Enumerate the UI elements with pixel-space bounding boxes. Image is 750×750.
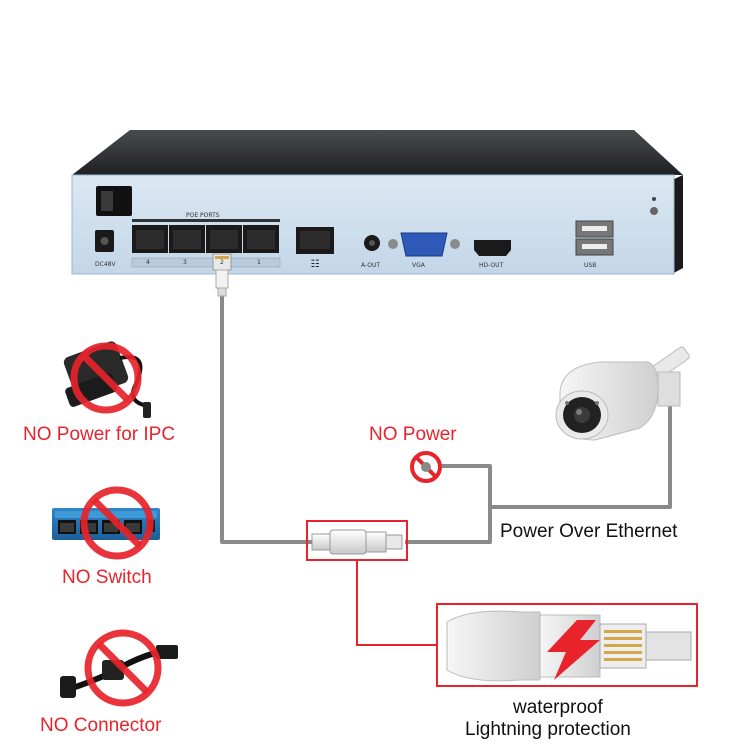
no-connector-label: NO Connector	[40, 715, 162, 736]
power-jack-pin	[100, 237, 109, 245]
poe-ports-label: POE PORTS	[186, 212, 220, 219]
poe-port-inner	[173, 230, 201, 249]
nvr-side	[672, 175, 683, 274]
usb-port-top-tongue	[582, 226, 607, 231]
nvr-to-splitter-cable	[220, 294, 312, 544]
poe-port-inner	[247, 230, 275, 249]
ground-indicator	[652, 197, 656, 201]
nvr-back-panel	[71, 174, 675, 275]
hdmi-label: HD-OUT	[479, 262, 504, 269]
no-power-input-cable	[440, 464, 492, 507]
cables	[220, 294, 672, 544]
port-number-2: 2	[220, 259, 224, 266]
vga-screw-left	[388, 239, 398, 249]
vga-screw-right	[450, 239, 460, 249]
usb-port-bottom-tongue	[582, 244, 607, 249]
waterproof-connector-closeup	[446, 610, 692, 682]
power-switch-rocker	[101, 191, 113, 211]
no-power-label: NO Power	[369, 424, 457, 445]
power-input-label: DC48V	[95, 261, 116, 268]
audio-out-jack-hole	[369, 240, 375, 246]
rj45-plug	[212, 253, 232, 297]
nvr-recorder: ☷	[71, 130, 683, 275]
poe-port-inner	[136, 230, 164, 249]
poe-splitter-connector-icon	[60, 645, 178, 698]
ground-screw	[650, 207, 658, 215]
rj45-gold-contacts	[604, 630, 642, 661]
port-number-3: 3	[183, 259, 187, 266]
poe-splitter-connector	[311, 529, 403, 555]
no-power-prohibited-icon	[410, 451, 442, 483]
port-number-strip	[131, 257, 281, 268]
bullet-camera-icon	[555, 346, 690, 441]
hdmi-connector	[474, 240, 511, 256]
lan-icon: ☷	[311, 259, 320, 270]
prohibited-sign-icon	[80, 486, 154, 560]
power-over-ethernet-label: Power Over Ethernet	[500, 521, 678, 542]
lan-port-inner	[300, 231, 330, 249]
prohibited-sign-icon	[84, 629, 162, 707]
prohibited-sign-icon	[70, 342, 142, 414]
vga-connector	[400, 232, 448, 257]
port-number-4: 4	[146, 259, 150, 266]
poe-ports-header-bar	[132, 219, 280, 222]
nvr-top-cover	[72, 130, 683, 175]
no-power-for-ipc-label: NO Power for IPC	[23, 424, 176, 445]
audio-out-label: A-OUT	[361, 262, 381, 269]
waterproof-label: waterproof	[513, 697, 603, 718]
poe-port-inner	[210, 230, 238, 249]
no-switch-label: NO Switch	[62, 567, 152, 588]
detail-callout-line	[356, 560, 437, 646]
lightning-protection-label: Lightning protection	[465, 719, 631, 740]
vga-label: VGA	[412, 262, 425, 269]
poe-port-group	[131, 225, 281, 268]
usb-label: USB	[584, 262, 597, 269]
port-number-1: 1	[257, 259, 261, 266]
lightning-bolt-icon	[547, 620, 600, 680]
